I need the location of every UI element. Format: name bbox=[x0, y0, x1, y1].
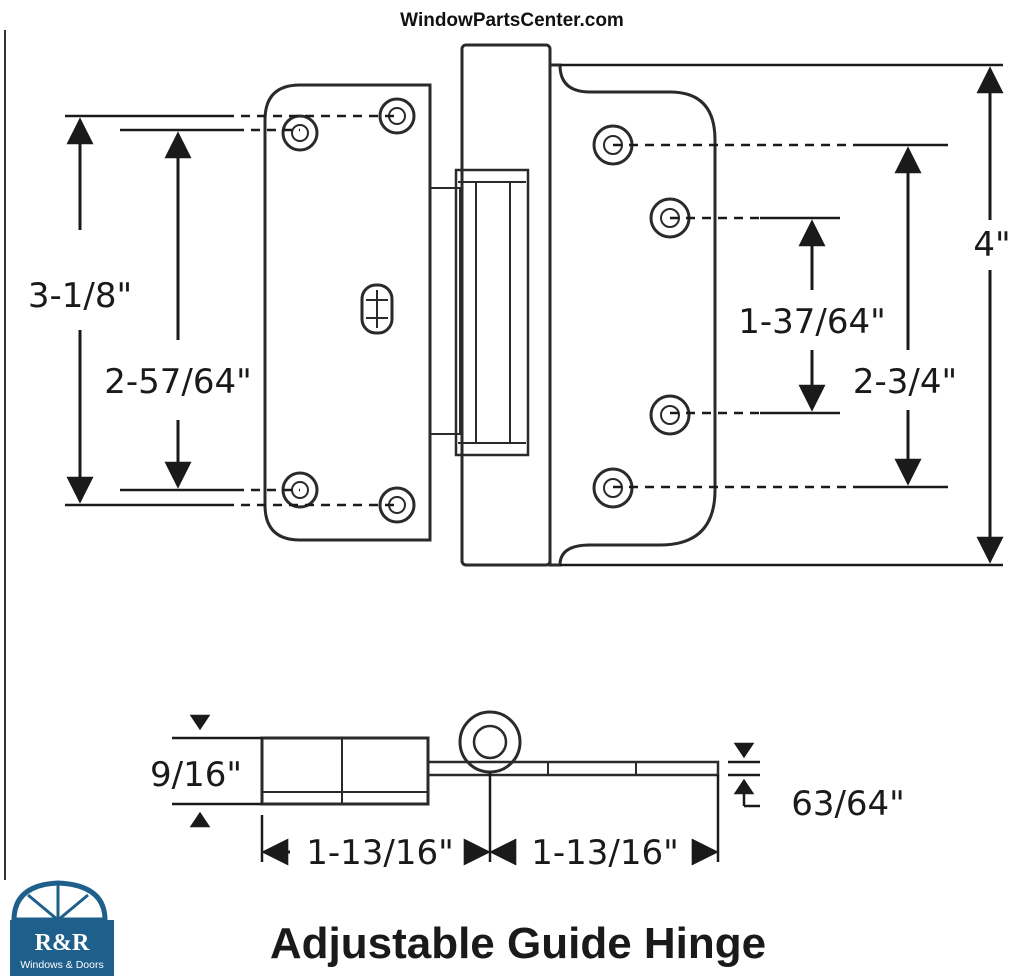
dim-thickness: 9/16" bbox=[150, 755, 242, 795]
hinge-front-view bbox=[263, 43, 717, 567]
barrel-knuckle bbox=[454, 168, 530, 457]
screw-hole bbox=[649, 394, 691, 436]
dimension-lines bbox=[65, 63, 1003, 567]
logo-name: R&R bbox=[35, 930, 90, 956]
site-name: WindowParts​Center.com bbox=[400, 10, 624, 31]
dim-right-inner: 1-37/64" bbox=[738, 302, 886, 342]
dimension-arrows bbox=[66, 66, 1004, 564]
side-right-leaf bbox=[426, 760, 720, 777]
dim-left-width: 1-13/16" bbox=[306, 833, 454, 873]
dim-left-inner: 2-57/64" bbox=[104, 362, 252, 402]
dim-right-width: 1-13/16" bbox=[531, 833, 679, 873]
right-leaf bbox=[548, 63, 717, 567]
screw-hole bbox=[281, 114, 319, 152]
adjuster-slot bbox=[360, 283, 394, 335]
dim-leaf-thickness: 63/64" bbox=[791, 784, 905, 824]
rr-logo: R&R Windows & Doors bbox=[10, 880, 114, 976]
logo-subtitle: Windows & Doors bbox=[20, 959, 103, 971]
side-left-leaf bbox=[260, 736, 430, 806]
left-connector bbox=[429, 187, 461, 435]
diagram-title: Adjustable Guide Hinge bbox=[270, 919, 766, 968]
dim-overall-height: 4" bbox=[973, 225, 1010, 265]
dim-right-middle: 2-3/4" bbox=[853, 362, 957, 402]
left-leaf bbox=[263, 83, 432, 542]
dim-left-outer: 3-1/8" bbox=[28, 276, 132, 316]
